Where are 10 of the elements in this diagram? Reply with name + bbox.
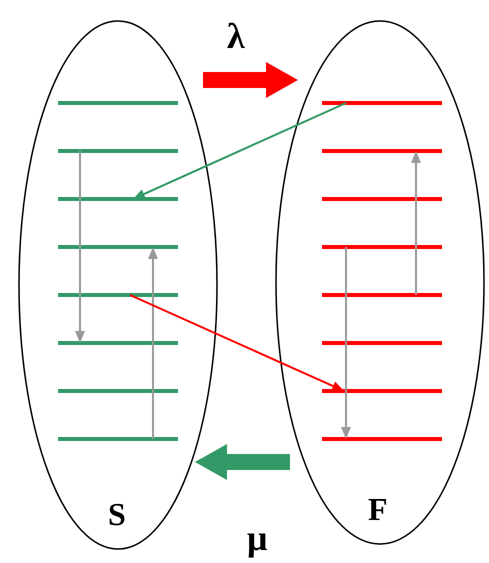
set-label: S (108, 498, 126, 530)
arrow (411, 151, 421, 295)
arrow (130, 294, 344, 391)
arrow (75, 151, 85, 343)
set-label: F (368, 493, 388, 525)
arrow (341, 247, 351, 439)
arrow (148, 247, 158, 439)
arrow (203, 62, 298, 98)
arrow (133, 102, 346, 199)
arrow (195, 444, 290, 480)
